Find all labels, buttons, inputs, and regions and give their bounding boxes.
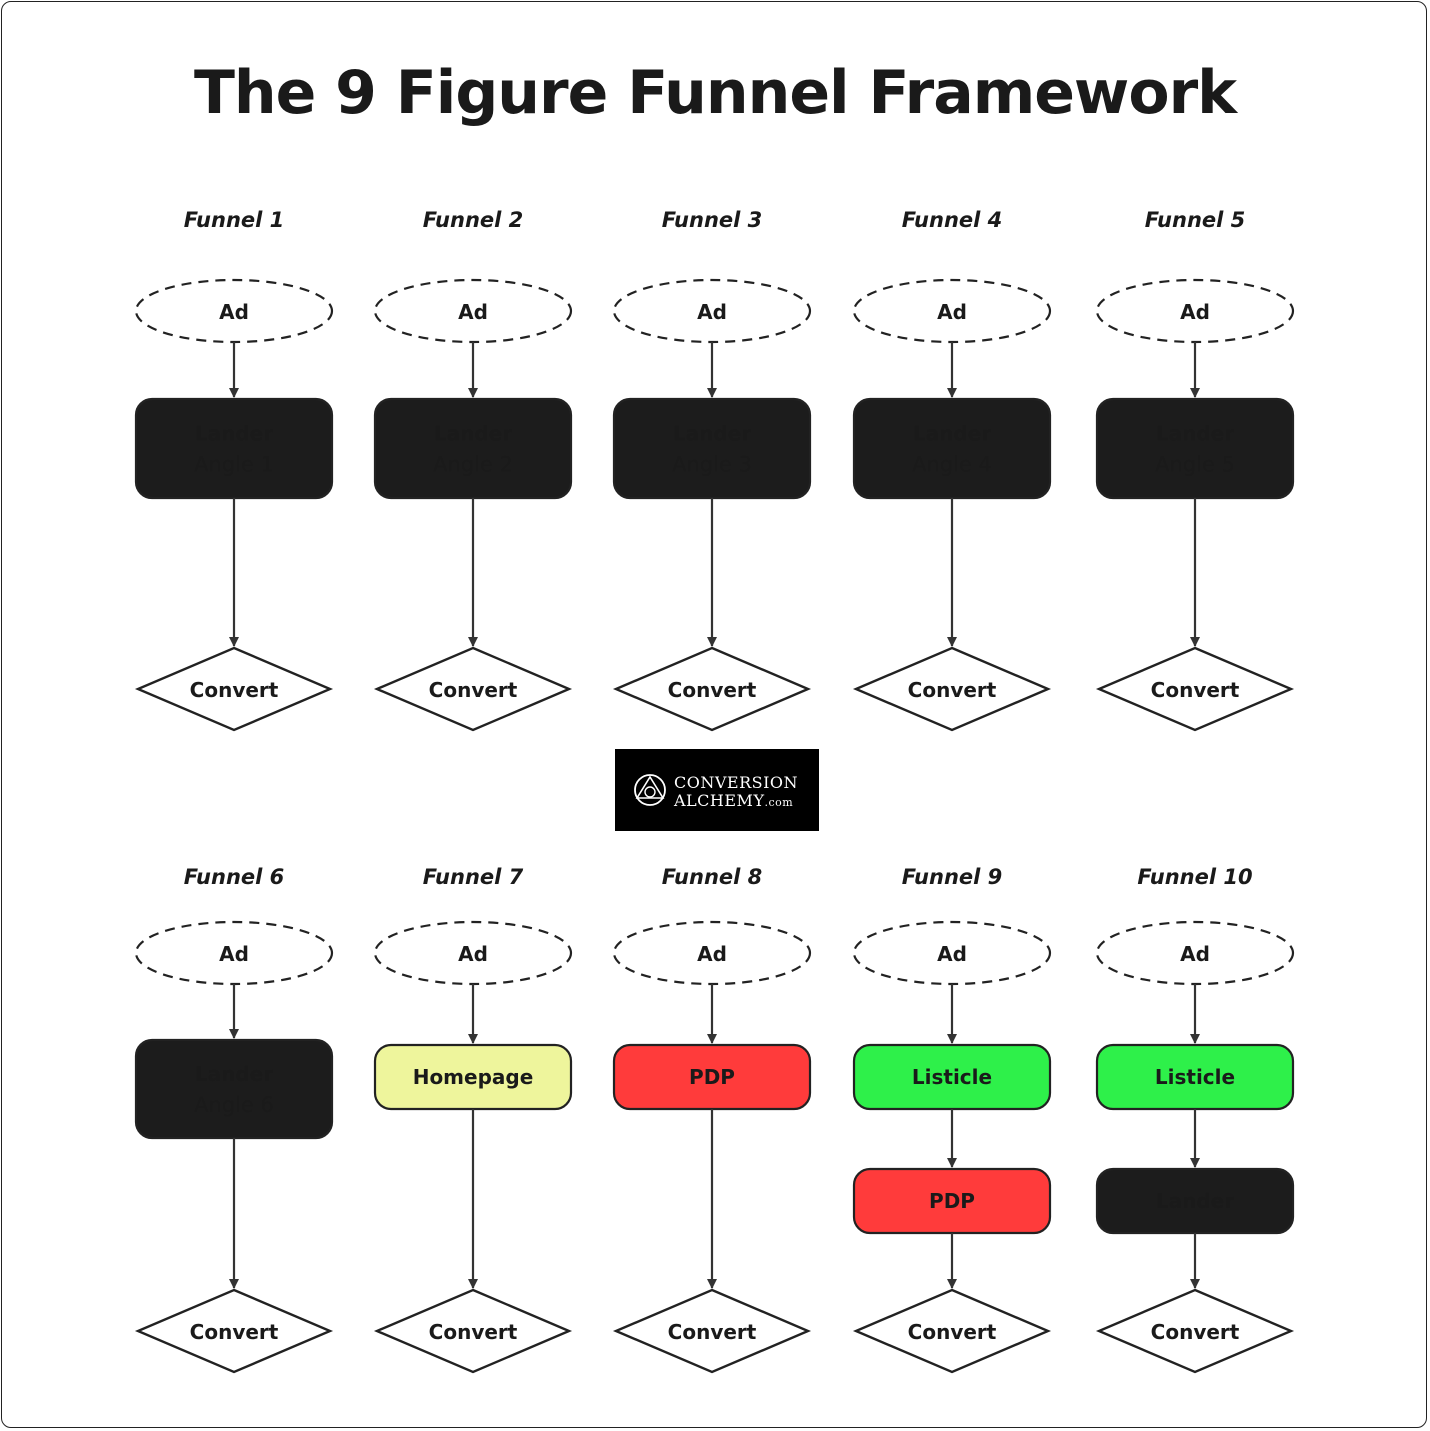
convert-node [612, 1288, 812, 1374]
convert-node [134, 646, 334, 732]
ad-label: Ad [1180, 300, 1210, 324]
step-title: Listicle [1155, 1065, 1235, 1089]
convert-node [612, 646, 812, 732]
convert-node [1095, 1288, 1295, 1374]
step-title: Lander [673, 422, 751, 446]
convert-label: Convert [429, 678, 518, 702]
step-title: PDP [689, 1065, 735, 1089]
ad-label: Ad [937, 942, 967, 966]
brand-logo: CONVERSION ALCHEMY.com [615, 749, 819, 831]
step-title: PDP [929, 1189, 975, 1213]
funnel-label: Funnel 8 [662, 865, 763, 889]
step-title: Lander [913, 422, 991, 446]
step-subtitle: Angle 5 [1155, 453, 1235, 477]
ad-label: Ad [697, 300, 727, 324]
convert-label: Convert [190, 1320, 279, 1344]
step-subtitle: Angle 6 [194, 1093, 274, 1117]
funnel-label: Funnel 2 [423, 208, 524, 232]
convert-node [852, 1288, 1052, 1374]
funnel-label: Funnel 10 [1137, 865, 1252, 889]
step-subtitle: Angle 4 [912, 453, 992, 477]
step-title: Lander [195, 422, 273, 446]
convert-node [134, 1288, 334, 1374]
ad-label: Ad [458, 300, 488, 324]
convert-label: Convert [1151, 678, 1240, 702]
convert-label: Convert [908, 678, 997, 702]
page-title: The 9 Figure Funnel Framework [193, 58, 1237, 128]
lander-node [134, 1038, 334, 1140]
lander-node [852, 397, 1052, 500]
convert-label: Convert [190, 678, 279, 702]
funnel-label: Funnel 7 [423, 865, 524, 889]
ad-label: Ad [937, 300, 967, 324]
funnel-label: Funnel 5 [1145, 208, 1246, 232]
step-subtitle: Angle 2 [433, 453, 513, 477]
convert-label: Convert [668, 1320, 757, 1344]
lander-node [373, 397, 573, 500]
step-title: Lander [1156, 1189, 1234, 1213]
funnel-label: Funnel 9 [902, 865, 1003, 889]
ad-label: Ad [458, 942, 488, 966]
step-title: Lander [1156, 422, 1234, 446]
convert-node [1095, 646, 1295, 732]
funnel-label: Funnel 4 [902, 208, 1003, 232]
ad-label: Ad [1180, 942, 1210, 966]
convert-node [852, 646, 1052, 732]
funnel-label: Funnel 1 [184, 208, 285, 232]
step-title: Lander [195, 1062, 273, 1086]
lander-node [612, 397, 812, 500]
convert-label: Convert [1151, 1320, 1240, 1344]
lander-node [1095, 397, 1295, 500]
logo-line-2: ALCHEMY.com [673, 791, 793, 810]
ad-label: Ad [219, 300, 249, 324]
step-title: Lander [434, 422, 512, 446]
lander-node [134, 397, 334, 500]
convert-label: Convert [668, 678, 757, 702]
convert-node [373, 646, 573, 732]
alchemy-triangle-circle-icon [634, 774, 666, 806]
step-subtitle: Angle 3 [672, 453, 752, 477]
convert-node [373, 1288, 573, 1374]
funnel-label: Funnel 6 [184, 865, 285, 889]
ad-label: Ad [697, 942, 727, 966]
funnel-label: Funnel 3 [662, 208, 763, 232]
convert-label: Convert [908, 1320, 997, 1344]
convert-label: Convert [429, 1320, 518, 1344]
logo-line-1: CONVERSION [674, 773, 798, 792]
step-subtitle: Angle 1 [194, 453, 274, 477]
step-title: Homepage [413, 1065, 534, 1089]
ad-label: Ad [219, 942, 249, 966]
step-title: Listicle [912, 1065, 992, 1089]
